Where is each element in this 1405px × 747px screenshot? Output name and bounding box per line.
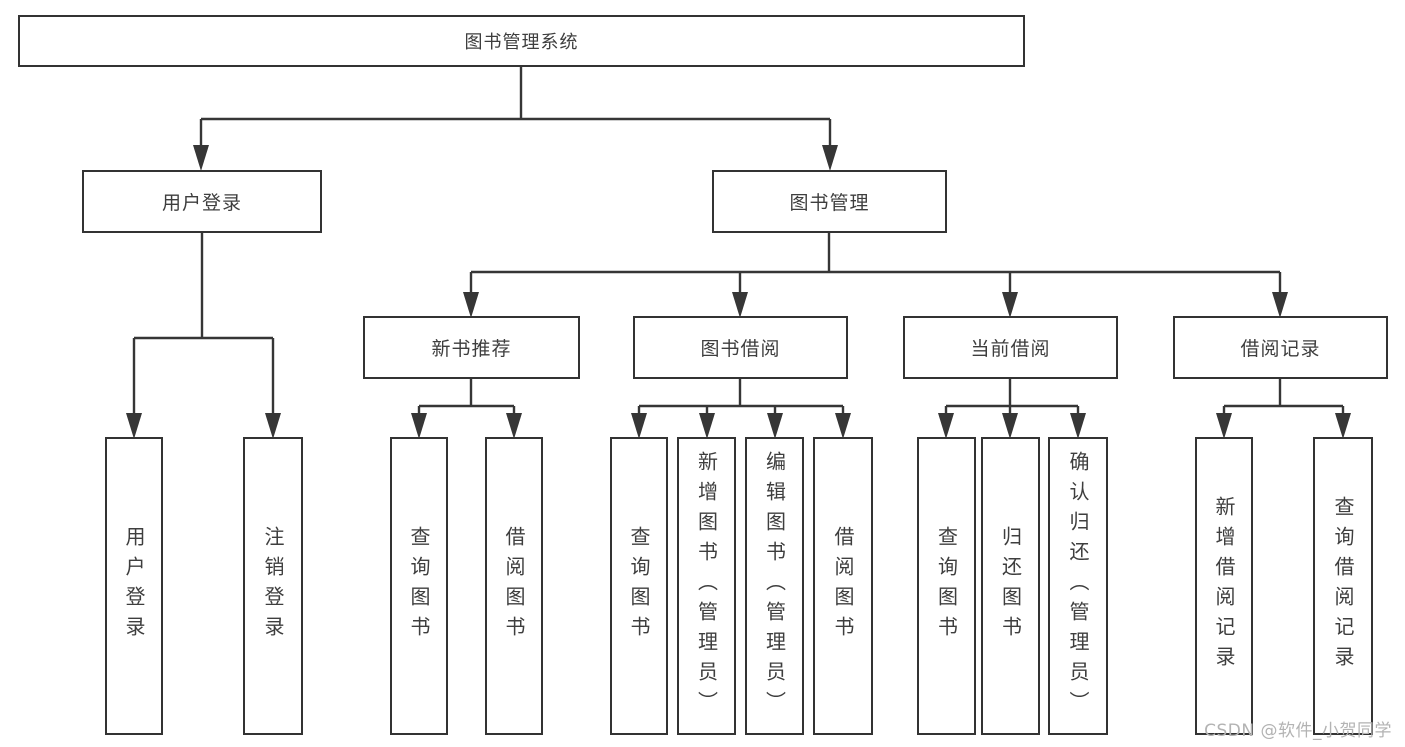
leaf-query-books-recommend: 查询图书 <box>390 437 448 735</box>
leaf-query-books-recommend-label: 查询图书 <box>407 526 431 646</box>
leaf-add-borrow-record-label: 新增借阅记录 <box>1212 496 1236 676</box>
leaf-query-books-borrowing: 查询图书 <box>610 437 668 735</box>
leaf-edit-books-admin-label: 编辑图书（管理员） <box>762 451 787 721</box>
leaf-return-books-label: 归还图书 <box>998 526 1023 646</box>
node-user-login: 用户登录 <box>82 170 322 233</box>
node-book-borrowing: 图书借阅 <box>633 316 848 379</box>
leaf-query-books-current-label: 查询图书 <box>934 526 959 646</box>
connector-new-book-recommend <box>411 379 522 439</box>
leaf-query-borrow-record-label: 查询借阅记录 <box>1331 496 1355 676</box>
leaf-add-borrow-record: 新增借阅记录 <box>1195 437 1253 735</box>
leaf-return-books: 归还图书 <box>981 437 1040 735</box>
node-new-book-recommend-label: 新书推荐 <box>431 338 512 360</box>
leaf-add-books-admin-label: 新增图书（管理员） <box>694 451 719 721</box>
leaf-borrow-books-recommend: 借阅图书 <box>485 437 543 735</box>
leaf-edit-books-admin: 编辑图书（管理员） <box>745 437 804 735</box>
connector-current-borrowing <box>938 379 1086 439</box>
leaf-confirm-return-admin: 确认归还（管理员） <box>1048 437 1108 735</box>
leaf-logout: 注销登录 <box>243 437 303 735</box>
leaf-query-books-borrowing-label: 查询图书 <box>627 526 651 646</box>
connector-user-login <box>126 233 281 439</box>
leaf-logout-label: 注销登录 <box>261 526 285 646</box>
node-user-login-label: 用户登录 <box>161 192 242 214</box>
node-book-borrowing-label: 图书借阅 <box>700 338 781 360</box>
connector-book-borrowing <box>631 379 851 439</box>
node-new-book-recommend: 新书推荐 <box>363 316 580 379</box>
leaf-confirm-return-admin-label: 确认归还（管理员） <box>1066 451 1090 721</box>
node-borrowing-records: 借阅记录 <box>1173 316 1388 379</box>
node-book-management: 图书管理 <box>712 170 947 233</box>
leaf-query-borrow-record: 查询借阅记录 <box>1313 437 1373 735</box>
node-current-borrowing: 当前借阅 <box>903 316 1118 379</box>
leaf-query-books-current: 查询图书 <box>917 437 976 735</box>
leaf-add-books-admin: 新增图书（管理员） <box>677 437 736 735</box>
node-borrowing-records-label: 借阅记录 <box>1240 338 1321 360</box>
connector-borrowing-records <box>1216 379 1351 439</box>
leaf-borrow-books-recommend-label: 借阅图书 <box>502 526 526 646</box>
connector-book-management <box>463 233 1288 318</box>
node-current-borrowing-label: 当前借阅 <box>970 338 1051 360</box>
leaf-borrow-books: 借阅图书 <box>813 437 873 735</box>
leaf-user-login: 用户登录 <box>105 437 163 735</box>
leaf-borrow-books-label: 借阅图书 <box>831 526 855 646</box>
node-library-management-system: 图书管理系统 <box>18 15 1025 67</box>
connector-root <box>193 67 838 171</box>
node-library-management-system-label: 图书管理系统 <box>464 32 579 53</box>
node-book-management-label: 图书管理 <box>789 192 870 214</box>
leaf-user-login-label: 用户登录 <box>122 526 146 646</box>
csdn-watermark: CSDN @软件_小贺同学 <box>1204 721 1392 741</box>
